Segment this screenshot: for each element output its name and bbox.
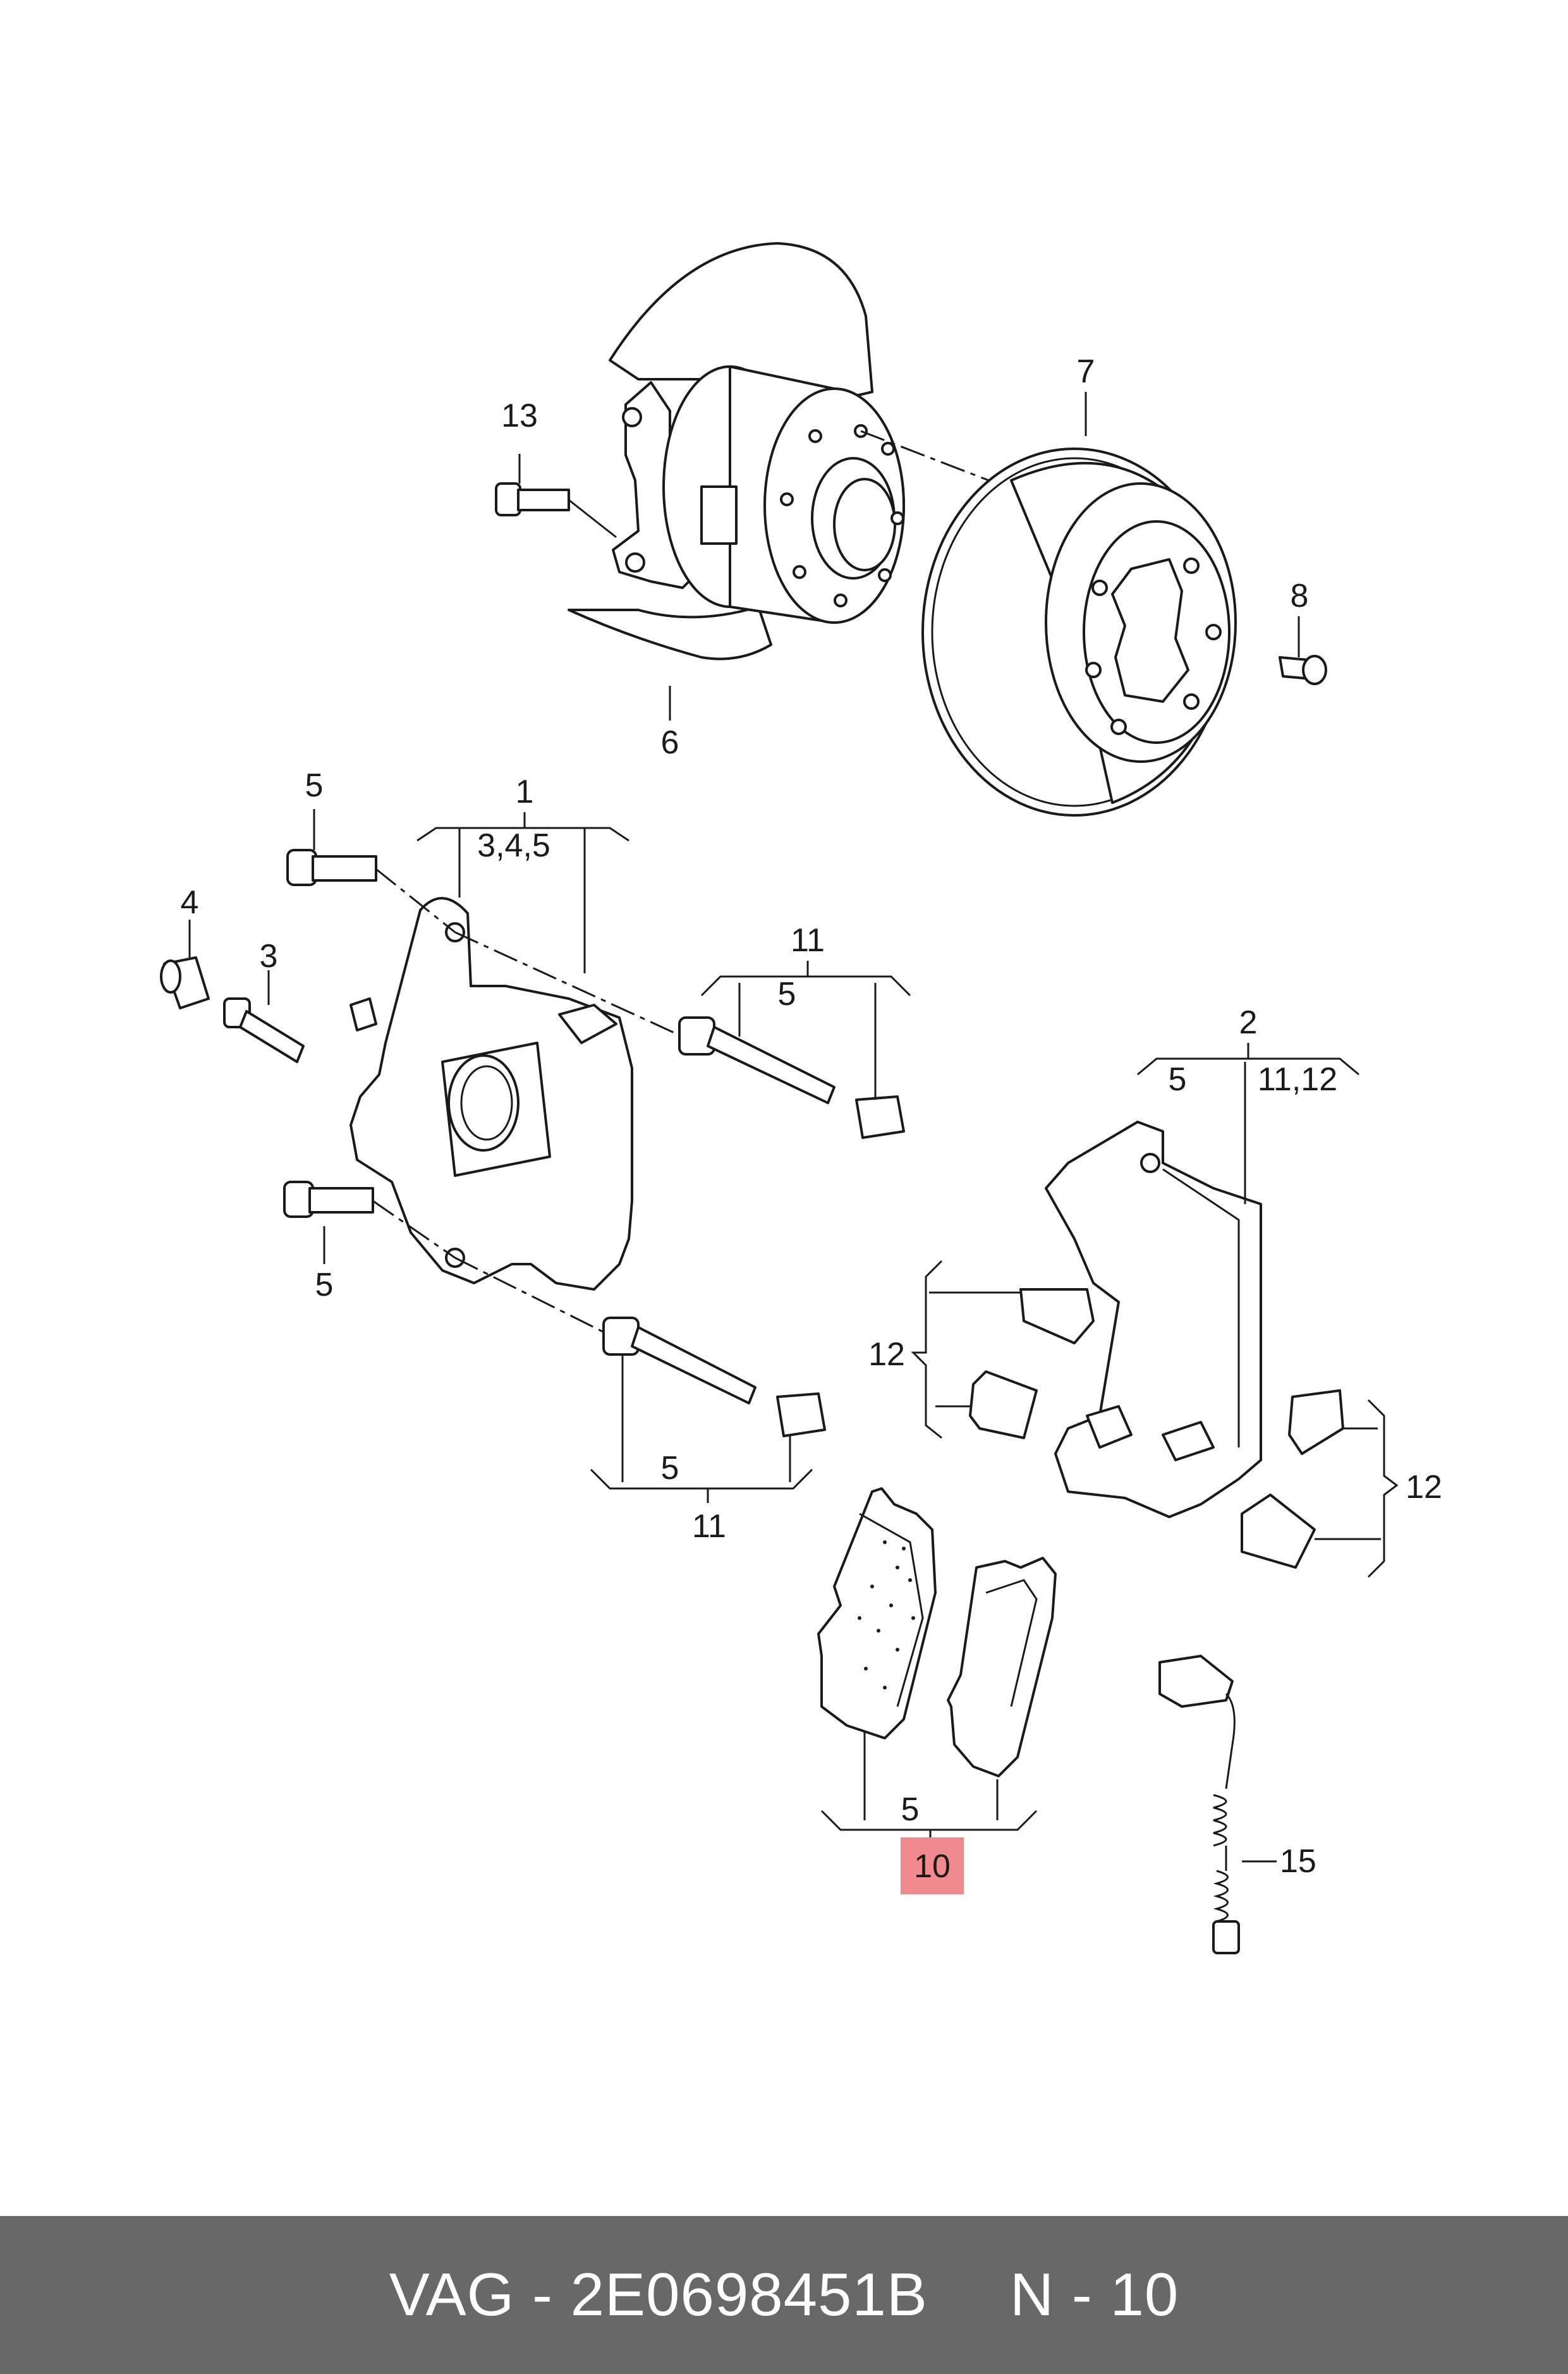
callout-6: 6: [661, 724, 679, 761]
callout-13: 13: [501, 398, 538, 434]
callout-11-upper: 11: [791, 922, 825, 959]
callout-5-bottom: 5: [315, 1267, 334, 1303]
callout-12-right: 12: [1406, 1469, 1442, 1506]
parts-diagram: 13 7 8 6 1 3,4,5 5 4 3 5 11 5 5 11 2 5 1…: [160, 242, 1442, 1954]
callout-11-upper-sub: 5: [778, 976, 796, 1013]
part-12-clip-upper-right: [1288, 1389, 1378, 1455]
callout-7: 7: [1077, 353, 1095, 390]
part-15-wear-sensor: [1158, 1655, 1277, 1954]
highlight-box-part-10: [901, 1837, 964, 1894]
callout-11-lower: 11: [692, 1508, 726, 1545]
axis-line: [860, 430, 1088, 520]
callout-4: 4: [181, 884, 199, 921]
callout-2-sub-left: 5: [1169, 1061, 1187, 1098]
bracket-11-lower: [590, 1468, 813, 1503]
callout-1: 1: [516, 774, 534, 810]
callout-12-left: 12: [868, 1336, 905, 1373]
part-3-bleeder-screw: [223, 970, 305, 1063]
callout-5-top: 5: [305, 767, 324, 804]
part-7-brake-disc: [921, 447, 1237, 817]
bracket-1: [416, 812, 629, 973]
callout-8: 8: [1291, 578, 1309, 614]
part-5-bolt-lower: [283, 1181, 456, 1264]
callout-15: 15: [1280, 1843, 1316, 1880]
bracket-11-upper: [700, 961, 911, 997]
part-5-bolt-upper: [286, 809, 456, 934]
bracket-12-right: [1367, 1399, 1399, 1578]
footer-position: N - 10: [1009, 2261, 1179, 2328]
part-12-clip-lower-left: [935, 1370, 1038, 1439]
bracket-12-left: [911, 1260, 943, 1439]
callout-2-sub-right: 11,12: [1258, 1061, 1337, 1098]
wheel-hub: [612, 365, 905, 624]
callout-10-sub: 5: [901, 1791, 920, 1828]
part-8-screw: [1279, 616, 1327, 685]
callout-10: 10: [914, 1848, 951, 1885]
part-12-clip-lower-right: [1241, 1494, 1381, 1569]
part-12-clip-upper-left: [929, 1288, 1095, 1344]
part-1-caliper: [349, 897, 633, 1291]
callout-1-sub: 3,4,5: [477, 827, 550, 864]
callout-2: 2: [1239, 1004, 1258, 1041]
footer-bar: VAG - 2E0698451B N - 10: [0, 2216, 1568, 2374]
part-2-caliper-carrier: [1045, 1062, 1262, 1518]
part-10-brake-pads: [817, 1487, 1057, 1820]
part-4-cap: [160, 920, 210, 1009]
footer-part-number: VAG - 2E0698451B: [389, 2261, 928, 2328]
callout-11-lower-sub: 5: [661, 1450, 679, 1487]
part-11-guide-pin-lower: [454, 1257, 826, 1482]
part-11-guide-pin-upper: [454, 931, 905, 1139]
part-13-bolt: [495, 454, 617, 539]
bracket-2: [1137, 1043, 1359, 1076]
callout-3: 3: [260, 938, 278, 975]
